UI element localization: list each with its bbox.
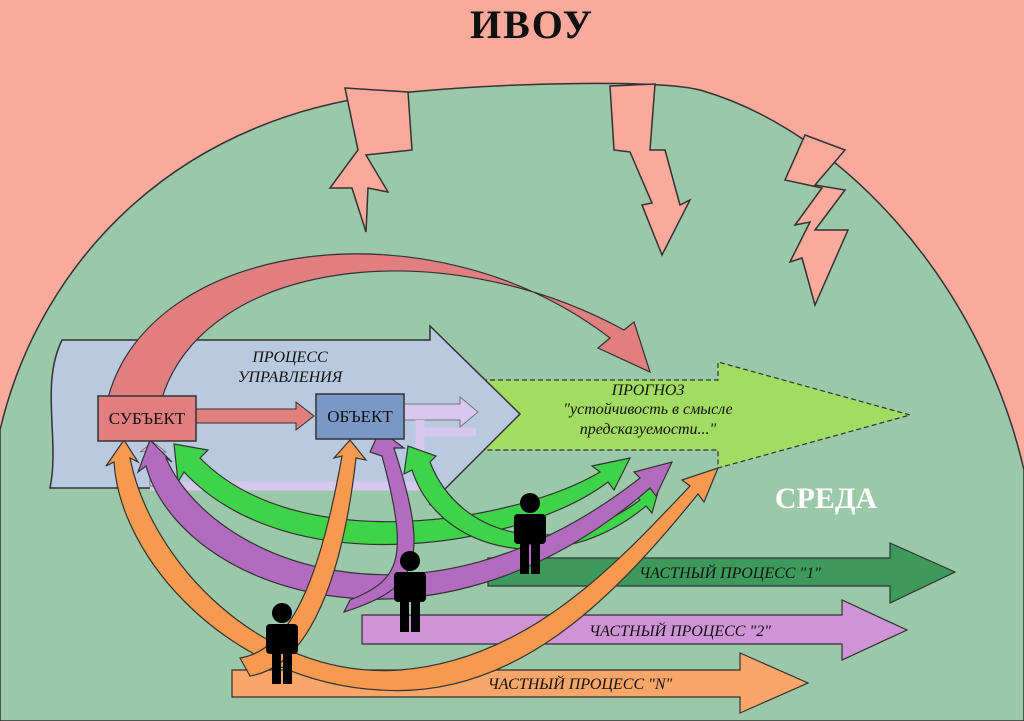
person-icon-2 — [394, 551, 426, 632]
orange-feedback-arrow-1 — [105, 438, 720, 692]
orange-feedback-arrow-2 — [239, 439, 368, 677]
forecast-label-line1: ПРОГНОЗ — [611, 382, 685, 399]
object-label: ОБЪЕКТ — [327, 407, 393, 426]
private-process-n-label: ЧАСТНЫЙ ПРОЦЕСС "N" — [488, 674, 673, 693]
lightning-icon-3 — [783, 134, 850, 308]
page-title: ИВОУ — [470, 2, 594, 47]
purple-feedback-arrow-2 — [342, 429, 415, 613]
green-feedback-arrow-2 — [403, 445, 661, 550]
subject-to-object-arrow — [195, 400, 315, 432]
object-output-arrow — [403, 395, 479, 429]
control-process-label-line2: УПРАВЛЕНИЯ — [238, 369, 344, 386]
private-process-2-arrow — [361, 599, 909, 661]
person-icon-3 — [266, 603, 298, 684]
subject-box — [97, 395, 197, 442]
private-process-2-label: ЧАСТНЫЙ ПРОЦЕСС "2" — [589, 621, 771, 640]
control-process-label-line1: ПРОЦЕСС — [251, 349, 328, 366]
person-icon-1 — [514, 493, 546, 574]
lightning-icon-1 — [328, 87, 413, 233]
object-box — [315, 393, 405, 440]
private-process-1-label: ЧАСТНЫЙ ПРОЦЕСС "1" — [639, 563, 821, 582]
forecast-label-line3: предсказуемости..." — [580, 421, 717, 438]
private-process-1-arrow — [487, 542, 957, 604]
forecast-arrow — [481, 361, 913, 469]
private-process-n-arrow — [231, 652, 810, 714]
subject-to-forecast-arc — [107, 253, 651, 399]
forecast-label-line2: "устойчивость в смысле — [563, 401, 732, 418]
subject-label: СУБЪЕКТ — [109, 409, 186, 428]
lightning-icon-2 — [609, 83, 692, 257]
environment-label: СРЕДА — [775, 482, 878, 515]
